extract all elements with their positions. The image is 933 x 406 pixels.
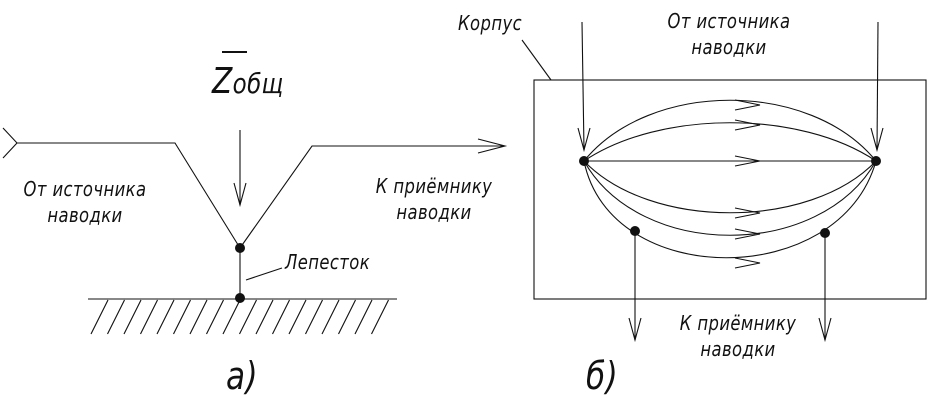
source-label-a: От источника наводки	[15, 176, 154, 228]
ground-hatching-a	[90, 299, 389, 335]
hatch-line	[371, 299, 389, 335]
diagram-b	[521, 21, 927, 343]
current-arrowhead-1	[734, 99, 761, 111]
current-arrowhead-3	[734, 155, 761, 167]
diagram-a-label: а)	[226, 354, 259, 398]
hatch-line	[321, 299, 340, 335]
receiver-label-a-line1: К приёмнику	[375, 174, 493, 198]
source-label-a-line2: наводки	[47, 203, 123, 227]
current-path-6	[583, 160, 877, 259]
hatch-line	[107, 299, 125, 335]
receiver-label-a: К приёмнику наводки	[368, 173, 499, 225]
diagram-a	[2, 51, 508, 335]
receiver-arrowhead-left-b	[628, 317, 642, 343]
node-left-b	[579, 156, 589, 166]
hatch-line	[288, 299, 307, 335]
housing-label: Корпус	[458, 11, 522, 35]
receiver-line-a	[239, 145, 505, 249]
housing-rect-b	[533, 79, 927, 300]
hatch-line	[123, 299, 142, 335]
current-path-4	[583, 160, 877, 214]
receiver-label-b: К приёмнику наводки	[672, 310, 803, 362]
node-ground-a	[235, 293, 245, 303]
hatch-line	[354, 299, 373, 335]
hatch-line	[255, 299, 274, 335]
hatch-line	[206, 299, 224, 335]
hatch-line	[173, 299, 191, 335]
current-arrowhead-6	[734, 257, 761, 269]
source-label-b: От источника наводки	[659, 8, 798, 60]
receiver-arrowhead-right-b	[818, 317, 832, 343]
housing-leader-b	[521, 39, 552, 81]
diagram-b-label: б)	[586, 354, 619, 398]
current-arrowhead-5	[734, 228, 761, 240]
hatch-line	[305, 299, 323, 335]
source-arrow-left-b	[581, 21, 585, 151]
hatch-line	[90, 299, 109, 335]
source-line-a	[2, 127, 241, 249]
source-arrowhead-left-b	[577, 127, 591, 153]
hatch-line	[239, 299, 257, 335]
impedance-subscript: общ	[232, 67, 284, 100]
hatch-line	[222, 299, 241, 335]
current-path-5	[583, 160, 877, 236]
source-label-b-line1: От источника	[667, 9, 791, 33]
receiver-arrow-a	[477, 138, 508, 154]
hatch-line	[338, 299, 356, 335]
current-arrowhead-2	[734, 119, 761, 131]
source-arrow-right-b	[876, 21, 879, 151]
source-arrowhead-right-b	[870, 127, 884, 153]
hatch-line	[189, 299, 208, 335]
current-path-1	[583, 99, 877, 162]
hatch-line	[140, 299, 158, 335]
petal-leader-a	[245, 267, 283, 281]
source-label-b-line2: наводки	[691, 35, 767, 59]
receiver-label-b-line2: наводки	[700, 337, 776, 361]
hatch-line	[272, 299, 290, 335]
node-top-a	[235, 243, 245, 253]
node-right-b	[871, 156, 881, 166]
current-arrowhead-4	[734, 207, 761, 219]
impedance-label: Zобщ	[212, 62, 284, 104]
impedance-symbol: Z	[212, 61, 233, 102]
receiver-label-a-line2: наводки	[396, 200, 472, 224]
hatch-line	[156, 299, 175, 335]
current-path-2	[583, 122, 877, 162]
impedance-arrowhead-a	[233, 182, 247, 208]
source-line-tail-a	[2, 142, 18, 159]
source-label-a-line1: От источника	[23, 177, 147, 201]
receiver-label-b-line1: К приёмнику	[679, 311, 797, 335]
petal-label: Лепесток	[285, 250, 371, 274]
